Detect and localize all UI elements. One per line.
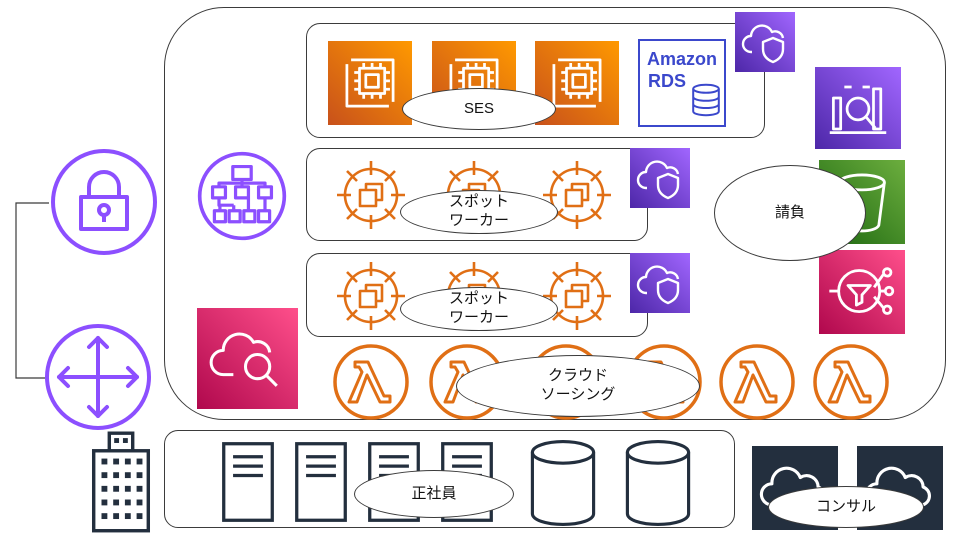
amazon-rds-icon: Amazon RDS: [638, 39, 726, 127]
spot-instance-icon: [537, 256, 617, 336]
lock-icon: [49, 147, 159, 257]
sns-icon: [819, 250, 905, 334]
lambda-icon: [331, 342, 411, 422]
building-icon: [82, 427, 160, 535]
ses-label-text: SES: [463, 99, 494, 117]
spot-instance-icon: [331, 256, 411, 336]
spot-worker-label-2-line1: スポット: [448, 290, 509, 308]
spot-worker-label-1-line1: スポット: [448, 193, 509, 211]
employee-label: 正社員: [354, 470, 514, 518]
server-icon: [293, 440, 349, 524]
database-icon: [526, 438, 600, 528]
spot-worker-label-1-line2: ワーカー: [448, 212, 509, 229]
spot-worker-label-2-line2: ワーカー: [448, 309, 509, 326]
database-stack-icon: [692, 83, 720, 117]
crowdsourcing-label-line1: クラウド: [547, 367, 608, 385]
spot-instance-icon: [331, 155, 411, 235]
contract-label-text: 請負: [774, 203, 805, 221]
ec2-instance-icon: [328, 41, 412, 125]
ses-label: SES: [402, 88, 556, 130]
vpc-shield-icon: [630, 148, 690, 208]
spot-worker-label-2: スポットワーカー: [400, 287, 558, 331]
lambda-icon: [717, 342, 797, 422]
consultant-label: コンサル: [768, 486, 924, 528]
spot-instance-icon: [537, 155, 617, 235]
database-icon: [621, 438, 695, 528]
vpc-shield-icon: [735, 12, 795, 72]
rds-logo-text-line2: RDS: [648, 71, 687, 91]
cloudwatch-icon: [197, 308, 298, 409]
rds-logo-text-line1: Amazon: [646, 49, 717, 69]
crowdsourcing-label: クラウドソーシング: [456, 355, 700, 417]
analytics-icon: [815, 67, 901, 149]
server-icon: [220, 440, 276, 524]
consultant-label-text: コンサル: [815, 497, 876, 515]
vpc-shield-icon: [630, 253, 690, 313]
router-icon: [43, 322, 153, 432]
organization-icon: [196, 150, 288, 242]
employee-label-text: 正社員: [411, 484, 457, 502]
crowdsourcing-label-line2: ソーシング: [540, 386, 616, 403]
spot-worker-label-1: スポットワーカー: [400, 190, 558, 234]
contract-label: 請負: [714, 165, 866, 261]
lambda-icon: [811, 342, 891, 422]
